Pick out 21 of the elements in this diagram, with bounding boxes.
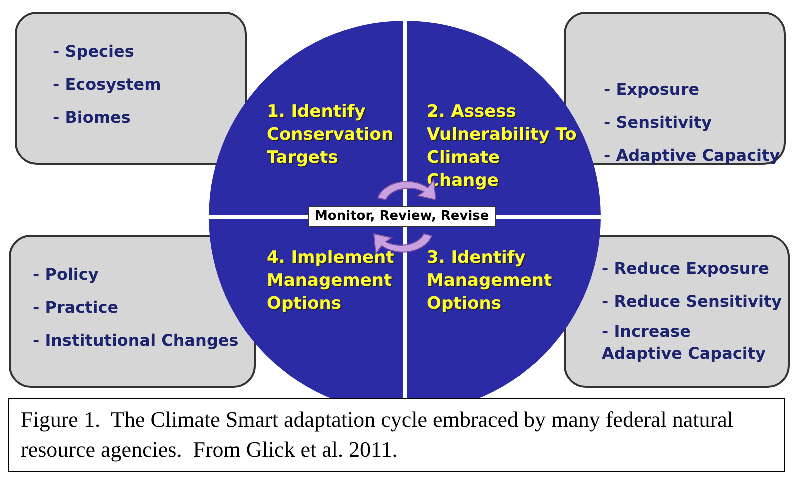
list-card	[9, 235, 256, 388]
step-label: 4. Implement Management Options	[267, 247, 396, 316]
list-item: - Sensitivity	[604, 113, 712, 132]
list-card	[15, 12, 247, 165]
list-item: - Biomes	[53, 108, 131, 127]
list-item: - Policy	[33, 265, 99, 284]
list-item: - Exposure	[604, 80, 700, 99]
list-item: - Species	[53, 42, 134, 61]
list-item: - Practice	[33, 298, 119, 317]
list-card	[564, 235, 790, 388]
step-label: 2. Assess Vulnerability To Climate Change	[427, 101, 577, 193]
caption: Figure 1. The Climate Smart adaptation cycle embraced by many federal natural resource agencies. From Glick et al. 2011.	[21, 406, 734, 464]
list-item: - Institutional Changes	[33, 331, 239, 350]
list-item: - Reduce Sensitivity	[602, 292, 782, 311]
list-item: - Ecosystem	[53, 75, 162, 94]
list-item: - Increase Adaptive Capacity	[602, 321, 767, 365]
list-item: - Reduce Exposure	[602, 259, 770, 278]
list-item: - Adaptive Capacity	[604, 146, 780, 165]
center-label: Monitor, Review, Revise	[308, 206, 496, 227]
step-label: 1. Identify Conservation Targets	[267, 101, 395, 170]
step-label: 3. Identify Management Options	[427, 247, 554, 316]
